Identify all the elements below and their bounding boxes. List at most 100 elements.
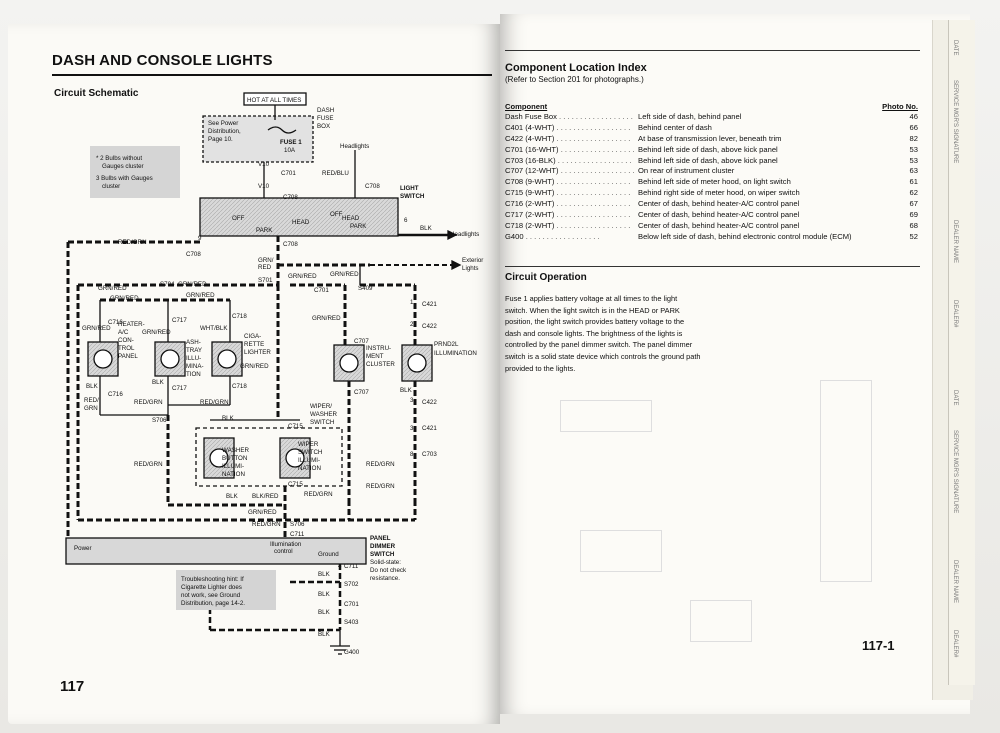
component-location: Behind left side of dash, above kick pan… xyxy=(638,155,778,165)
pin-number: 9 xyxy=(198,235,202,242)
dimmer-label: Solid-state: xyxy=(370,559,401,566)
component-name: C718 (2-WHT) xyxy=(505,220,555,230)
index-title: Component Location Index xyxy=(505,62,647,74)
component-label: PRND2L xyxy=(434,341,459,348)
dimmer-pin-label: Illumination xyxy=(270,541,302,548)
troubleshooting-text: Distribution, page 14-2. xyxy=(181,600,245,607)
page-title: DASH AND CONSOLE LIGHTS xyxy=(52,52,273,69)
power-dist-note: Page 10. xyxy=(208,136,233,143)
pin-number: 4 xyxy=(338,563,342,570)
headlights-label: Headlights xyxy=(450,231,479,238)
wire-label: V10 xyxy=(258,161,270,168)
photo-number: 53 xyxy=(909,144,918,154)
component-location: Below left side of dash, behind electron… xyxy=(638,231,852,241)
connector-label: C701 xyxy=(281,170,296,177)
table-row: G400 . . . . . . . . . . . . . . . . . .… xyxy=(505,231,918,241)
right-page xyxy=(500,14,970,714)
table-row: C707 (12-WHT) . . . . . . . . . . . . . … xyxy=(505,166,918,176)
component-label: INSTRU- xyxy=(366,345,391,352)
headlights-label: Headlights xyxy=(340,143,369,150)
fuse-rating: 10A xyxy=(284,147,296,154)
pin-number: 1 xyxy=(410,299,414,306)
wire-label: GRN/RED xyxy=(248,509,277,516)
connector-label: C701 xyxy=(314,287,329,294)
light-switch-label: SWITCH xyxy=(400,193,425,200)
exterior-lights-label: Exterior xyxy=(462,257,483,264)
component-label: ILLUMI- xyxy=(222,463,244,470)
photo-number: 67 xyxy=(909,199,918,209)
fuse-name: FUSE 1 xyxy=(280,139,302,146)
table-row: C703 (16-BLK) . . . . . . . . . . . . . … xyxy=(505,155,918,165)
cluster-bulb-box xyxy=(333,344,365,382)
wire-label: RED/GRN xyxy=(304,491,333,498)
connector-label: C703 xyxy=(422,451,437,458)
wire-label: GRN/RED xyxy=(330,271,359,278)
wire-label: GRN/RED xyxy=(240,363,269,370)
connector-label: C711 xyxy=(344,563,359,570)
component-label: SWITCH xyxy=(310,419,334,426)
component-location: Behind right side of meter hood, on wipe… xyxy=(638,188,800,198)
component-label: ILLU- xyxy=(186,355,201,362)
wire-label: GRN/RED xyxy=(142,329,171,336)
splice-label: S403 xyxy=(344,619,359,626)
photo-number: 61 xyxy=(909,177,918,187)
component-label: PANEL xyxy=(118,353,138,360)
component-label: TROL xyxy=(118,345,135,352)
wire-label: GRN xyxy=(84,405,98,412)
wire-label: BLK xyxy=(400,387,413,394)
bleed-through-shape xyxy=(580,530,662,572)
photo-number: 82 xyxy=(909,133,918,143)
pin-number: 3 xyxy=(410,397,414,404)
connector-label: C717 xyxy=(172,385,187,392)
tab-label: DEALER# xyxy=(952,630,958,658)
wire-label: RED/GRN xyxy=(252,521,281,528)
connector-label: C421 xyxy=(422,425,437,432)
component-name: C401 (4-WHT) xyxy=(505,122,555,132)
col-photo: Photo No. xyxy=(882,102,918,111)
component-name: G400 xyxy=(505,231,524,241)
component-label: NATION xyxy=(222,471,245,478)
tab-label: SERVICE MGR'S SIGNATURE xyxy=(952,430,958,514)
fuse-box-label: DASH xyxy=(317,107,334,114)
connector-label: C708 xyxy=(283,241,298,248)
col-component: Component xyxy=(505,102,548,111)
component-label: CIGA- xyxy=(244,333,261,340)
splice-label: S701 xyxy=(258,277,273,284)
connector-label: C708 xyxy=(283,194,298,201)
table-row: C715 (9-WHT) . . . . . . . . . . . . . .… xyxy=(505,188,918,198)
switch-pos: OFF xyxy=(330,211,343,218)
pin-number: 3 xyxy=(410,425,414,432)
component-name: C701 (16-WHT) xyxy=(505,144,559,154)
tab-label: SERVICE MGR'S SIGNATURE xyxy=(952,80,958,164)
table-row: C716 (2-WHT) . . . . . . . . . . . . . .… xyxy=(505,199,918,209)
connector-label: C716 xyxy=(108,319,123,326)
wire-label: BLK/RED xyxy=(252,493,279,500)
table-header: Component Photo No. xyxy=(505,100,920,112)
component-location: At base of transmission lever, beneath t… xyxy=(638,133,782,143)
component-name: C717 (2-WHT) xyxy=(505,210,555,220)
connector-label: C711 xyxy=(290,531,305,538)
component-label: WASHER xyxy=(222,447,249,454)
component-name: C707 (12-WHT) xyxy=(505,166,559,176)
component-name: C716 (2-WHT) xyxy=(505,199,555,209)
wire-label: RED/GRN xyxy=(134,399,163,406)
connector-label: C716 xyxy=(108,391,123,398)
connector-label: C718 xyxy=(232,313,247,320)
dimmer-label: SWITCH xyxy=(370,551,395,558)
troubleshooting-text: Cigarette Lighter does xyxy=(181,584,242,591)
section-body: Fuse 1 applies battery voltage at all ti… xyxy=(505,294,701,373)
exterior-lights-label: Lights xyxy=(462,265,479,272)
page-number-right: 117-1 xyxy=(862,638,895,653)
connector-label: C701 xyxy=(344,601,359,608)
component-label: CLUSTER xyxy=(366,361,395,368)
wire-label: GRN/RED xyxy=(98,285,127,292)
wire-label: RED/GRN xyxy=(134,461,163,468)
switch-pos: PARK xyxy=(350,223,367,230)
bleed-through-shape xyxy=(560,400,652,432)
connector-label: C707 xyxy=(354,389,369,396)
wire-label: RED/GRN xyxy=(200,399,229,406)
troubleshooting-text: Troubleshooting hint: If xyxy=(181,576,244,583)
component-location: Behind center of dash xyxy=(638,122,712,132)
